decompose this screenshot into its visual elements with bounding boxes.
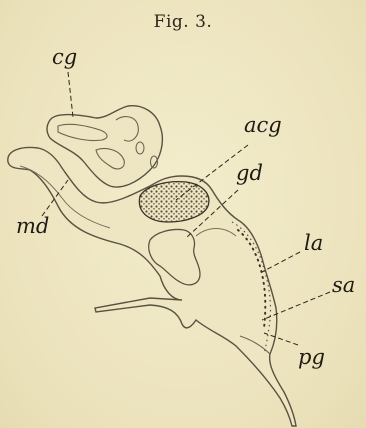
label-gd: gd	[236, 161, 263, 185]
label-md: md	[16, 214, 49, 238]
leader-la	[262, 252, 300, 272]
label-la: la	[304, 231, 323, 255]
label-acg: acg	[244, 113, 282, 137]
acg-mass	[139, 182, 209, 222]
leader-cg	[68, 72, 73, 117]
label-cg: cg	[52, 45, 77, 69]
gd-lobe	[149, 229, 200, 284]
label-sa: sa	[332, 273, 355, 297]
label-pg: pg	[298, 345, 325, 369]
